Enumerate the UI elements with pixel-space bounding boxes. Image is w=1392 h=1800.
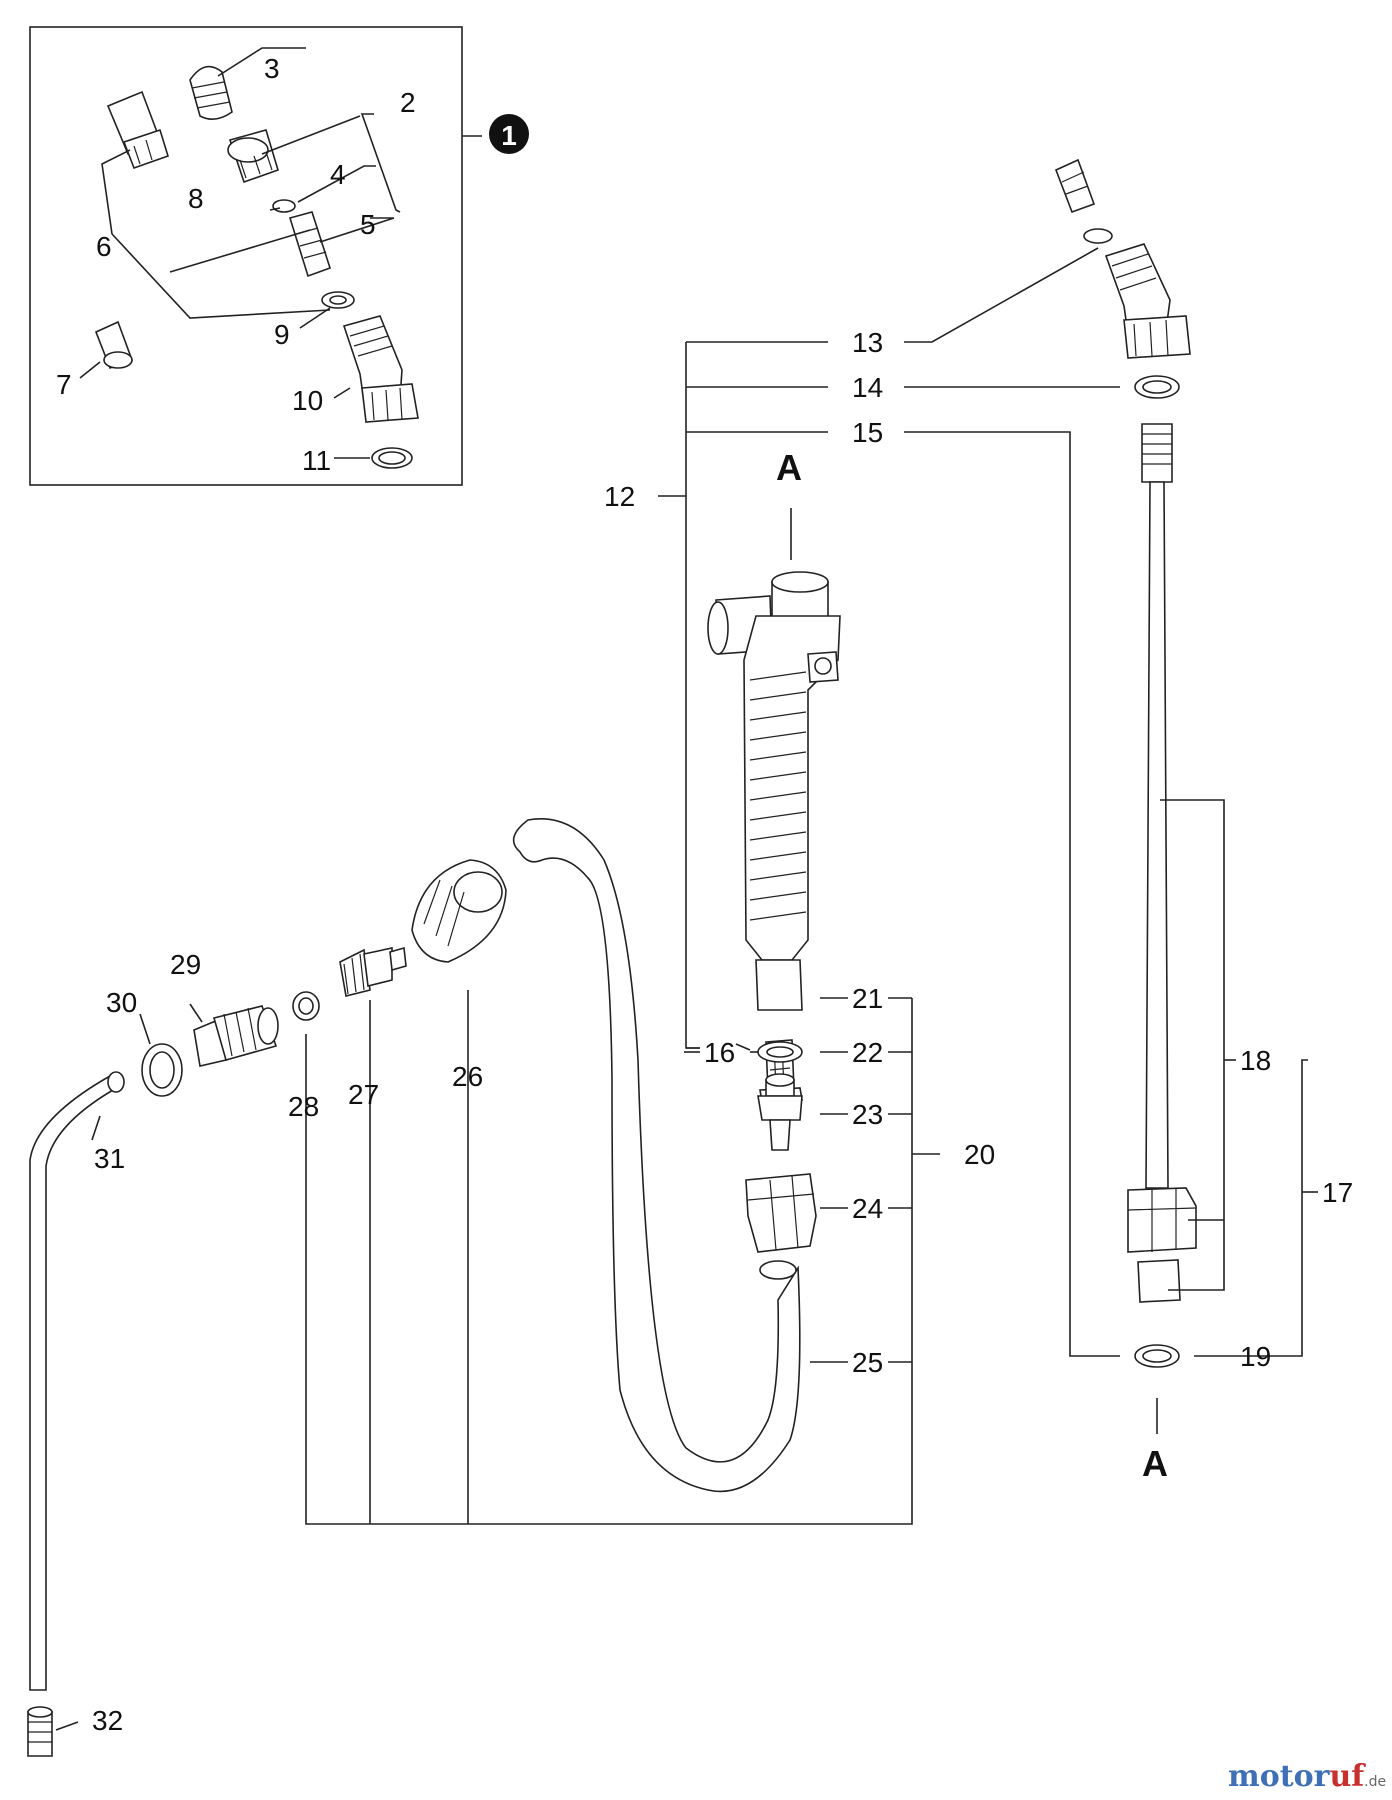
callout-1-badge bbox=[489, 114, 529, 154]
callout-8: 8 bbox=[188, 183, 204, 214]
watermark-tld: .de bbox=[1364, 1774, 1386, 1790]
part-9-washer bbox=[321, 291, 355, 309]
callout-32: 32 bbox=[92, 1705, 123, 1736]
callout-24: 24 bbox=[852, 1193, 883, 1224]
part-22-washer-drawn bbox=[757, 1041, 803, 1063]
part-7-adapter bbox=[94, 320, 134, 370]
part-31-tube bbox=[29, 1071, 125, 1691]
callout-25: 25 bbox=[852, 1347, 883, 1378]
part-18-wand bbox=[1127, 423, 1197, 1303]
callout-19: 19 bbox=[1240, 1341, 1271, 1372]
callout-9: 9 bbox=[274, 319, 290, 350]
watermark-brand-right: uf bbox=[1329, 1759, 1366, 1794]
part-5-nozzle-body bbox=[288, 211, 331, 278]
callout-30: 30 bbox=[106, 987, 137, 1018]
part-30-o-ring bbox=[141, 1043, 183, 1097]
callout-28: 28 bbox=[288, 1091, 319, 1122]
callout-6: 6 bbox=[96, 231, 112, 262]
callout-18: 18 bbox=[1240, 1045, 1271, 1076]
filter-handle bbox=[707, 571, 841, 1011]
callout-31: 31 bbox=[94, 1143, 125, 1174]
part-19-o-ring bbox=[1134, 1344, 1180, 1368]
callout-29: 29 bbox=[170, 949, 201, 980]
callout-3: 3 bbox=[264, 53, 280, 84]
callout-10: 10 bbox=[292, 385, 323, 416]
section-marker-bottom: A bbox=[1142, 1443, 1168, 1484]
section-marker-top: A bbox=[776, 447, 802, 488]
callout-23: 23 bbox=[852, 1099, 883, 1130]
part-24-hex-nut bbox=[745, 1173, 817, 1253]
callout-1: 1 bbox=[501, 120, 517, 151]
part-27-connector bbox=[339, 946, 407, 997]
callout-20: 20 bbox=[964, 1139, 995, 1170]
part-13-nozzle-assembly bbox=[1054, 158, 1191, 359]
part-10-elbow bbox=[342, 315, 419, 423]
part-3-nozzle-cap bbox=[189, 65, 233, 120]
callout-16: 16 bbox=[704, 1037, 735, 1068]
part-6-cylinder bbox=[106, 90, 169, 170]
watermark-brand-left: motor bbox=[1228, 1759, 1331, 1794]
part-23-barb-fitting bbox=[757, 1073, 803, 1151]
callout-13: 13 bbox=[852, 327, 883, 358]
callout-21: 21 bbox=[852, 983, 883, 1014]
callout-12: 12 bbox=[604, 481, 635, 512]
callout-27: 27 bbox=[348, 1079, 379, 1110]
callout-11: 11 bbox=[302, 445, 331, 476]
callout-7: 7 bbox=[56, 369, 72, 400]
part-8-nut bbox=[227, 129, 279, 184]
part-25-hose bbox=[512, 818, 801, 1493]
callout-26: 26 bbox=[452, 1061, 483, 1092]
callout-14: 14 bbox=[852, 372, 883, 403]
callout-22: 22 bbox=[852, 1037, 883, 1068]
callout-15: 15 bbox=[852, 417, 883, 448]
part-14-o-ring bbox=[1134, 375, 1180, 399]
watermark-logo: motoruf.de bbox=[1228, 1759, 1386, 1794]
part-32-weight bbox=[27, 1706, 53, 1757]
callout-2: 2 bbox=[400, 87, 416, 118]
part-26-nut bbox=[411, 859, 507, 963]
part-29-fitting bbox=[193, 1005, 279, 1067]
callout-5: 5 bbox=[360, 209, 376, 240]
callout-17: 17 bbox=[1322, 1177, 1353, 1208]
part-4-washer bbox=[272, 199, 296, 213]
part-28-washer bbox=[292, 991, 320, 1021]
callout-4: 4 bbox=[330, 159, 346, 190]
part-11-o-ring bbox=[371, 447, 413, 469]
inset-frame bbox=[29, 26, 463, 486]
